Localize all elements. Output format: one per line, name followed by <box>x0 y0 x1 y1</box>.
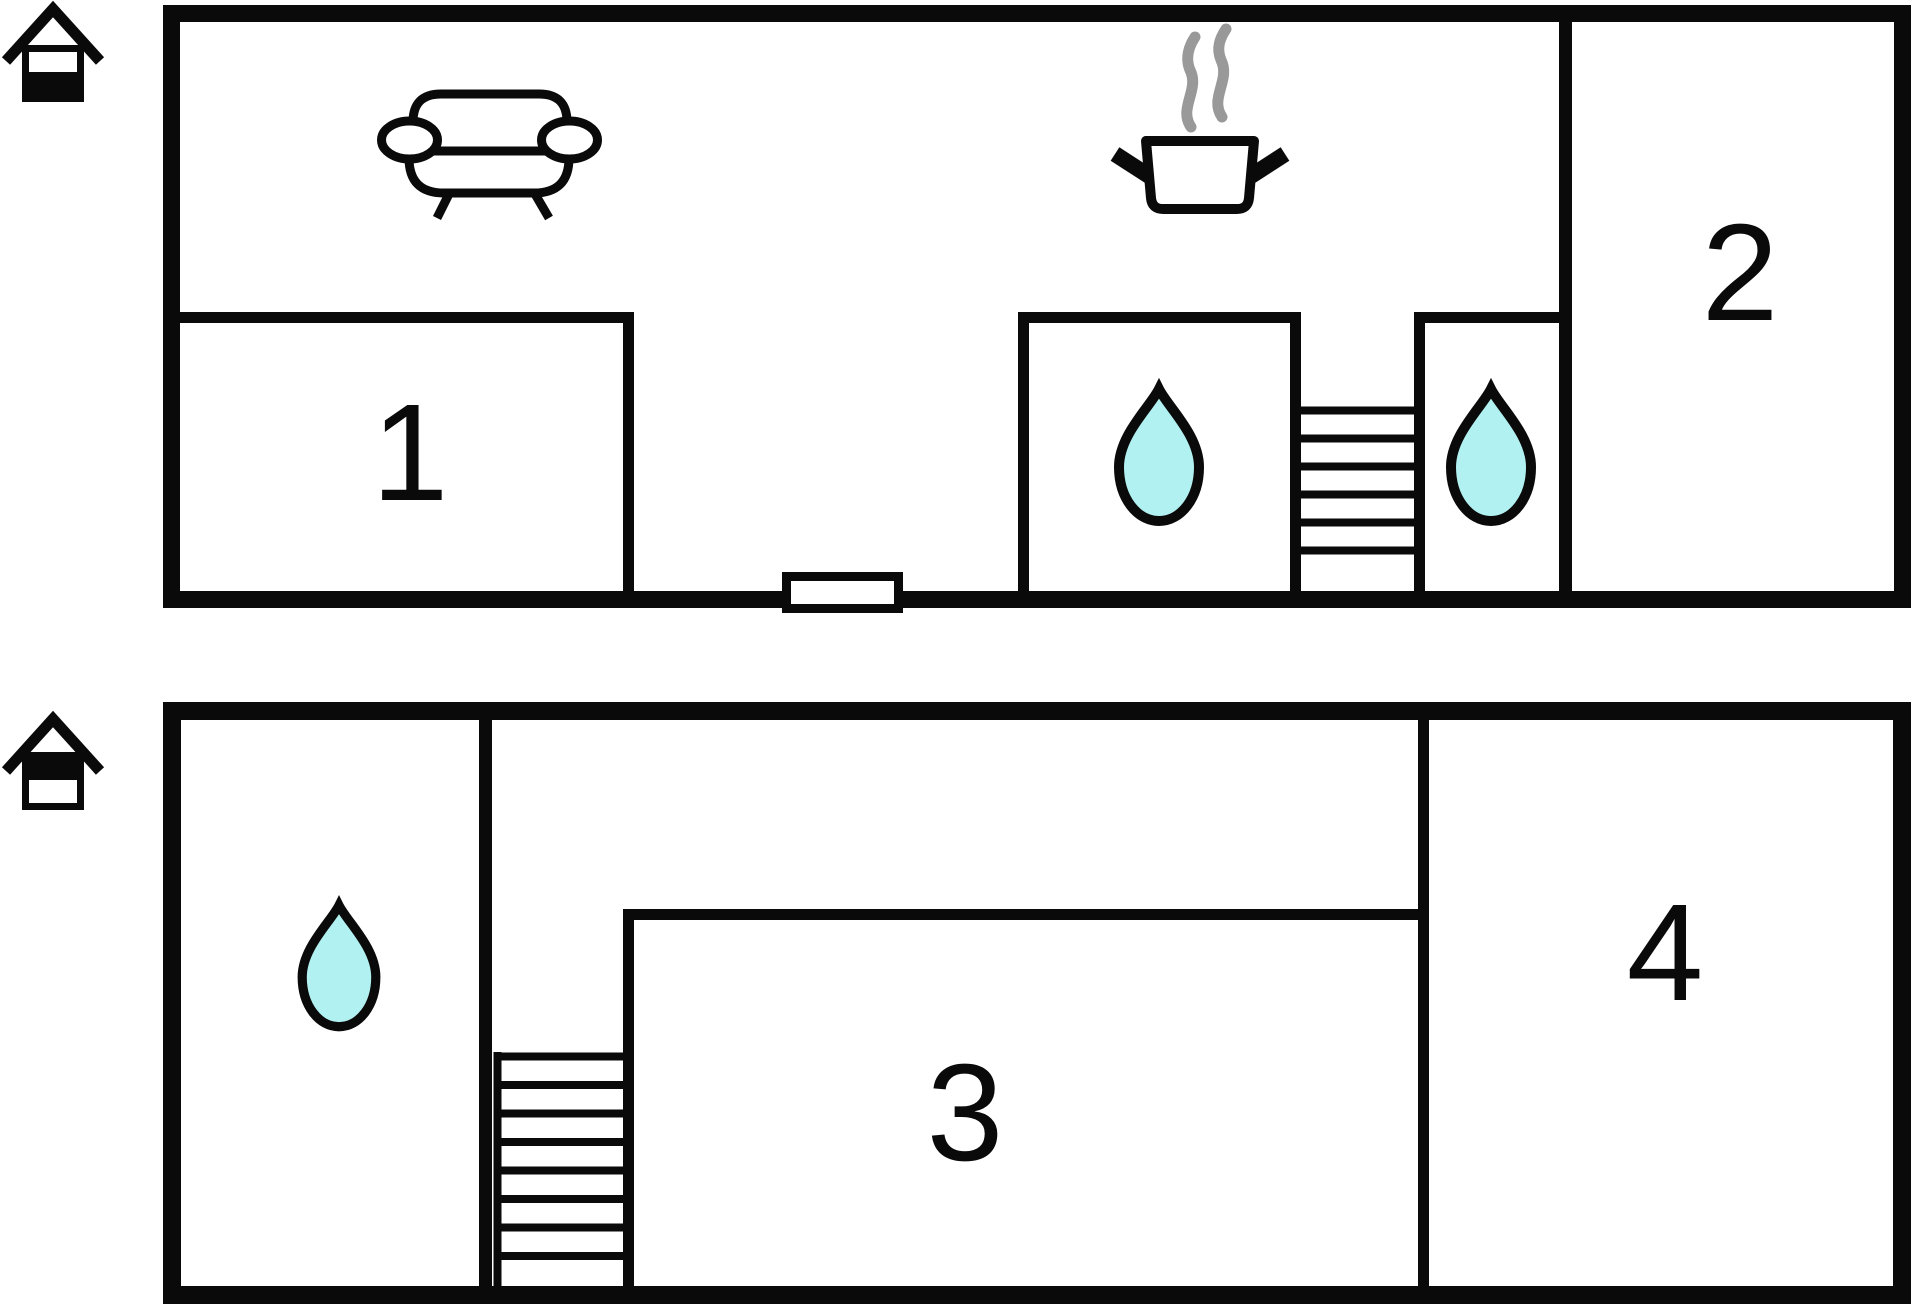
room-4-label: 4 <box>1627 876 1704 1030</box>
house-upper-floor-icon <box>1 710 105 810</box>
room-1-walls <box>165 312 634 606</box>
staircase-icon <box>1301 406 1414 555</box>
cooking-pot-icon <box>1110 23 1290 214</box>
room-3-walls <box>623 909 1423 1297</box>
bottom-plan-outer-walls <box>163 702 1911 1304</box>
floor-plan-top: 1 2 <box>163 5 1911 613</box>
sofa-icon <box>377 89 602 221</box>
room-1-label: 1 <box>372 376 449 530</box>
house-ground-floor-icon <box>1 0 105 102</box>
floor-plan-bottom: 3 4 <box>163 702 1911 1304</box>
top-bathroom-walls <box>1018 312 1301 606</box>
top-small-room-walls <box>1414 312 1563 606</box>
room-2-label: 2 <box>1702 196 1779 350</box>
entrance-door-icon <box>782 572 903 613</box>
steam-icon <box>1181 23 1232 133</box>
room-3-label: 3 <box>927 1036 1004 1190</box>
staircase-icon <box>493 1052 623 1297</box>
